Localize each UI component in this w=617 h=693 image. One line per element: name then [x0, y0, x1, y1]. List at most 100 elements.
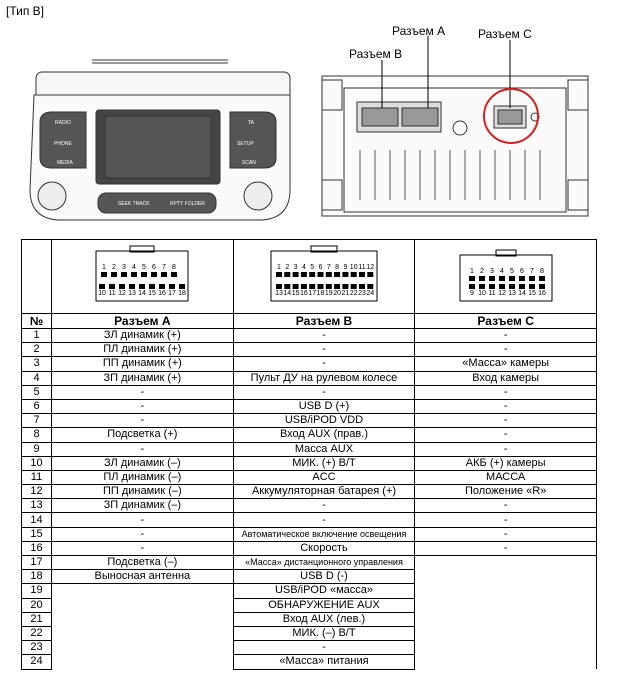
pin-socket — [159, 283, 166, 289]
pin-number: 8 — [21, 427, 52, 443]
connector-c-cell — [414, 583, 597, 599]
pin-label: 11 — [358, 264, 365, 271]
pin-number: 10 — [21, 455, 52, 471]
connector-a-cell: ЗП динамик (+) — [51, 370, 234, 386]
connector-a-cell: ЗЛ динамик (+) — [51, 327, 234, 344]
pin-number: 11 — [21, 469, 52, 486]
connector-c-cell: МАССА — [414, 469, 597, 486]
pin-socket — [317, 283, 324, 289]
pin-socket — [151, 271, 158, 277]
pin-number: 9 — [21, 441, 52, 457]
pin-label: 14 — [283, 290, 291, 297]
connector-c-cell — [414, 654, 597, 669]
connector-b-cell: Вход AUX (лев.) — [232, 611, 416, 627]
pin-label: 11 — [109, 290, 116, 297]
pin-number: 3 — [21, 356, 52, 372]
ta-button-label: TA — [248, 120, 255, 126]
pin-label: 10 — [98, 290, 106, 297]
pin-number: 23 — [21, 640, 52, 656]
pin-number: 13 — [21, 498, 52, 514]
pin-socket — [488, 275, 495, 281]
pin-socket — [161, 271, 168, 277]
pin-number: 15 — [21, 526, 52, 542]
pin-label: 21 — [341, 290, 349, 297]
connector-b-cell: МИК. (–) В/Т — [232, 625, 416, 642]
connector-a-cell: ПП динамик (–) — [51, 484, 234, 500]
connector-a-cell: - — [51, 512, 234, 528]
connector-c-cell: «Масса» камеры — [414, 356, 597, 372]
connector-c-cell: - — [414, 413, 597, 429]
pin-socket — [350, 283, 357, 289]
connector-b-cell: - — [232, 356, 416, 372]
connector-b-cell: Аккумуляторная батарея (+) — [232, 484, 416, 500]
pin-socket — [342, 283, 349, 289]
connector-a-cell: - — [51, 526, 234, 542]
media-button-label: MEDIA — [57, 160, 74, 166]
pin-label: 23 — [358, 290, 366, 297]
connector-c-cell: - — [414, 384, 597, 400]
pin-label: 9 — [470, 290, 474, 297]
pin-number: 20 — [21, 597, 52, 613]
pin-socket — [350, 271, 357, 277]
pin-socket — [284, 271, 291, 277]
pin-socket — [518, 283, 525, 289]
pin-label: 7 — [327, 264, 331, 271]
pin-label: 1 — [470, 268, 474, 275]
connector-b-cell: - — [232, 498, 416, 514]
pin-label: 4 — [302, 264, 306, 271]
pin-label: 8 — [335, 264, 339, 271]
connector-a-cell: ПП динамик (+) — [51, 356, 234, 372]
header-connector-a: Разъем A — [51, 313, 234, 329]
connector-b-cell: Автоматическое включение освещения — [232, 526, 416, 542]
pin-number: 17 — [21, 554, 52, 571]
connector-b-cell: - — [232, 512, 416, 528]
connector-c-cell: - — [414, 327, 597, 344]
pin-number: 21 — [21, 611, 52, 627]
pin-socket — [334, 271, 341, 277]
connector-c-cell — [414, 598, 597, 613]
header-number: № — [21, 313, 52, 329]
pin-label: 8 — [172, 264, 176, 271]
pin-label: 1 — [277, 264, 281, 271]
connector-c-cell — [414, 555, 597, 570]
pin-socket — [478, 283, 485, 289]
connector-c-cell: - — [414, 540, 597, 557]
pin-label: 14 — [138, 290, 146, 297]
pin-socket — [141, 271, 148, 277]
connector-b-cell: МИК. (+) В/Т — [232, 455, 416, 471]
connector-b-cell: - — [232, 640, 416, 656]
connector-b-cell: ACC — [232, 469, 416, 486]
connector-c-cell: - — [414, 441, 597, 457]
pin-socket — [358, 271, 365, 277]
connector-c-cell — [414, 640, 597, 655]
type-label: [Тип B] — [6, 4, 45, 18]
pin-label: 18 — [178, 290, 186, 297]
pin-label: 5 — [510, 268, 514, 275]
connector-pointers — [381, 36, 511, 108]
pin-socket — [300, 283, 307, 289]
connector-c-cell — [414, 612, 597, 627]
pin-socket — [538, 275, 545, 281]
pin-socket — [300, 271, 307, 277]
pin-number: 22 — [21, 625, 52, 642]
connector-c-cell: - — [414, 512, 597, 528]
pin-label: 12 — [118, 290, 126, 297]
pin-socket — [468, 283, 475, 289]
connector-b-cell: - — [232, 327, 416, 344]
pin-number: 7 — [21, 413, 52, 429]
pin-socket — [179, 283, 186, 289]
pin-label: 3 — [490, 268, 494, 275]
pin-label: 2 — [112, 264, 116, 271]
pin-label: 8 — [540, 268, 544, 275]
pin-socket — [325, 271, 332, 277]
